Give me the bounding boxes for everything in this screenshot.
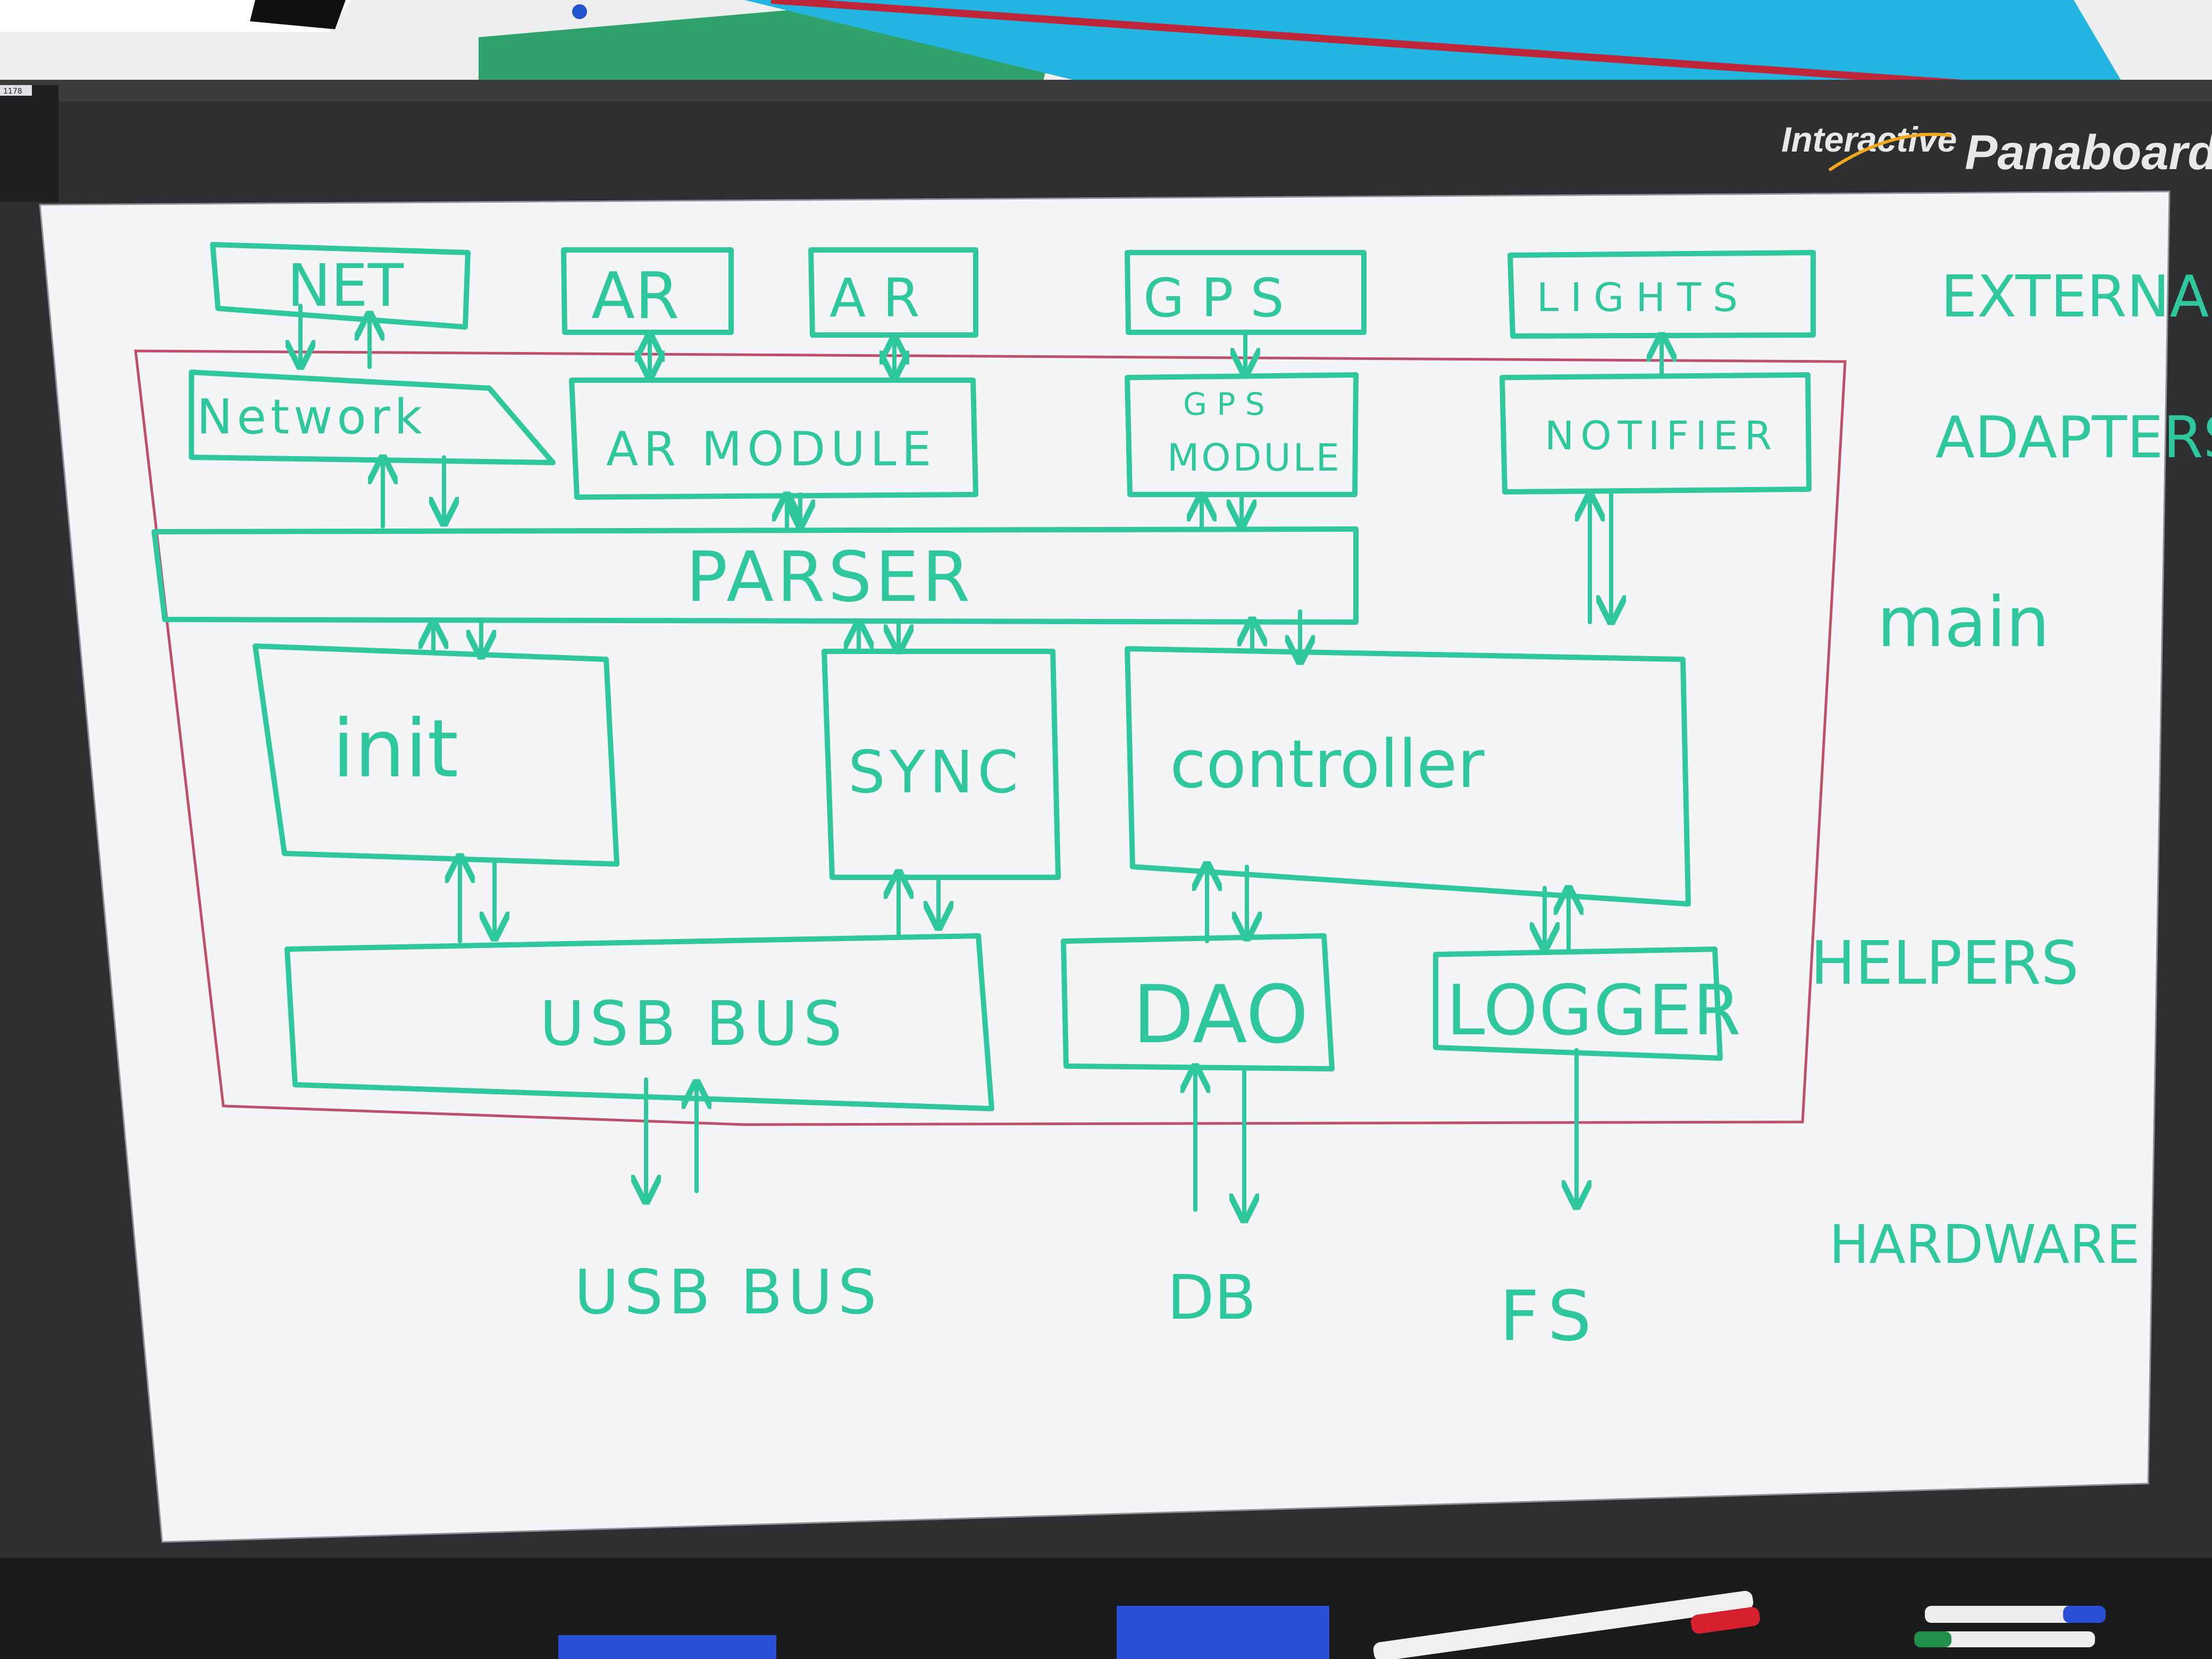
box-network [189,370,556,465]
label-dao: DAO [1133,969,1309,1061]
layer-main: main [1877,582,2050,663]
label-network: Network [197,389,426,445]
label-net: NET [287,252,404,320]
label-logger: LOGGER [1446,970,1742,1051]
label-lights: LIGHTS [1537,275,1749,321]
poster-black-mark [250,0,346,29]
brand-panaboard: Panaboard [1965,125,2212,180]
label-fs: FS [1499,1276,1601,1356]
box-controller [1125,646,1691,907]
label-db: DB [1167,1262,1256,1334]
box-gps [1125,250,1367,335]
layer-externals: EXTERNALS [1941,264,2212,330]
box-ar-module [569,378,978,500]
box-parser [152,526,1359,625]
box-notifier [1499,372,1812,495]
layer-helpers: HELPERS [1811,929,2079,998]
label-usb-bus-hardware: USB BUS [574,1257,882,1328]
pushpin [572,4,587,19]
box-net [210,242,471,330]
arrows [300,304,1662,1220]
brand-interactive: Interactive [1781,120,1957,159]
brand-swoosh [1828,132,1952,172]
label-gps-module-top: G P S [1183,386,1265,422]
label-notifier: NOTIFIER [1545,413,1778,459]
label-gps: G P S [1143,267,1284,329]
label-ar-1: AR [591,259,679,333]
diagram-ink [152,242,1816,1111]
layer-hardware: HARDWARE [1829,1213,2140,1276]
box-ar-2 [808,247,978,338]
corner-tag: 1178 [3,87,22,96]
eraser-1 [558,1635,776,1659]
marker-tray [0,1558,2212,1659]
frame-clip [0,85,58,202]
box-logger [1433,946,1723,1061]
label-init: init [332,703,458,795]
layer-adapters: ADAPTERS [1936,405,2212,471]
box-usb-bus [284,933,994,1111]
label-controller: controller [1170,726,1485,803]
system-boundary [134,349,1847,1126]
label-ar-module: AR MODULE [606,422,936,476]
marker-red [1373,1590,1754,1659]
eraser-2 [1117,1606,1329,1659]
label-sync: SYNC [848,738,1023,806]
box-gps-module [1125,372,1359,497]
box-lights [1507,250,1816,339]
label-ar-2: A R [830,267,920,329]
flag-red-stripe [770,0,2101,97]
label-parser: PARSER [686,537,973,617]
box-ar-1 [561,247,734,335]
box-sync [822,649,1061,880]
marker-blue [1925,1606,2084,1623]
label-usb-bus-helper: USB BUS [540,988,848,1060]
label-gps-module-bottom: MODULE [1167,436,1342,480]
marker-green [1914,1631,2095,1647]
